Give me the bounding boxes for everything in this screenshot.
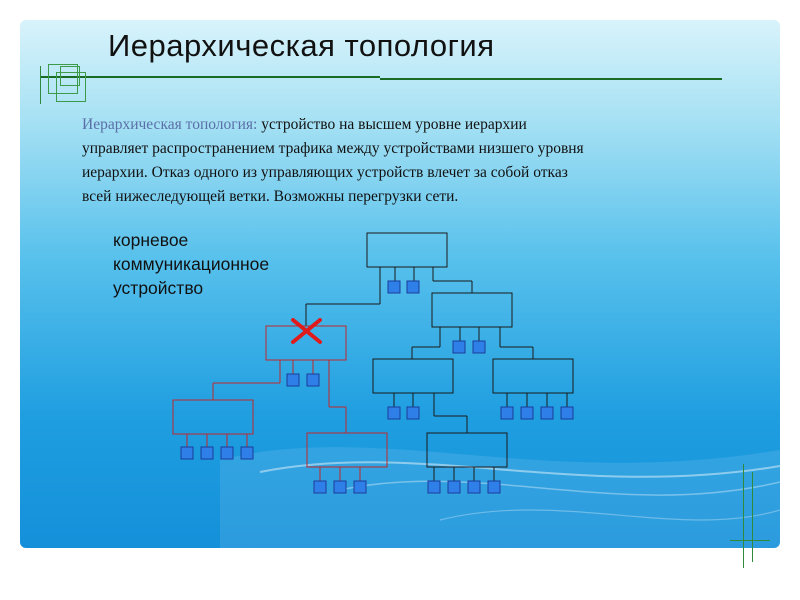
port (333, 480, 347, 494)
port (387, 406, 401, 420)
device-level3-right (492, 358, 574, 407)
port (500, 406, 514, 420)
port (306, 373, 320, 387)
decorative-square (48, 64, 78, 94)
port (180, 446, 194, 460)
title-underline-offset (380, 78, 722, 80)
root-device-label: корневое коммуникационное устройство (113, 230, 270, 298)
port (452, 340, 466, 354)
port (406, 406, 420, 420)
failed-branch-left-device (172, 399, 254, 447)
slide-title: Иерархическая топология (108, 28, 495, 63)
port (467, 480, 481, 494)
decorative-horizontal-line (730, 540, 770, 541)
decorative-square (56, 72, 86, 102)
port (240, 446, 254, 460)
port (427, 480, 441, 494)
port (406, 280, 420, 294)
decorative-square (60, 66, 80, 86)
decorative-vertical-line (743, 464, 744, 568)
port (487, 480, 501, 494)
port (220, 446, 234, 460)
port (540, 406, 554, 420)
failed-device (212, 325, 347, 433)
failed-branch-right-device (306, 432, 388, 481)
port (447, 480, 461, 494)
port (472, 340, 486, 354)
description-line: иерархии. Отказ одного из управляющих ус… (82, 164, 568, 181)
device-level2-right (411, 292, 534, 359)
description-line: управляет распространением трафика между… (82, 140, 584, 157)
port (200, 446, 214, 460)
device-level4 (426, 432, 508, 481)
description-paragraph: Иерархическая топология: устройство на в… (82, 113, 732, 209)
title-underline (40, 76, 380, 78)
device-level3-left (372, 358, 468, 433)
port (353, 480, 367, 494)
decorative-vertical-line (752, 472, 753, 562)
decorative-vertical-line (40, 66, 41, 104)
port (387, 280, 401, 294)
port (520, 406, 534, 420)
description-line: всей нижеследующей ветки. Возможны перег… (82, 188, 459, 205)
description-line: устройство на высшем уровне иерархии (257, 116, 527, 133)
port (286, 373, 300, 387)
failure-cross-icon (291, 318, 322, 344)
port (313, 480, 327, 494)
description-lead: Иерархическая топология: (82, 116, 258, 133)
root-device (305, 232, 473, 326)
port (560, 406, 574, 420)
slide-background (20, 20, 780, 548)
